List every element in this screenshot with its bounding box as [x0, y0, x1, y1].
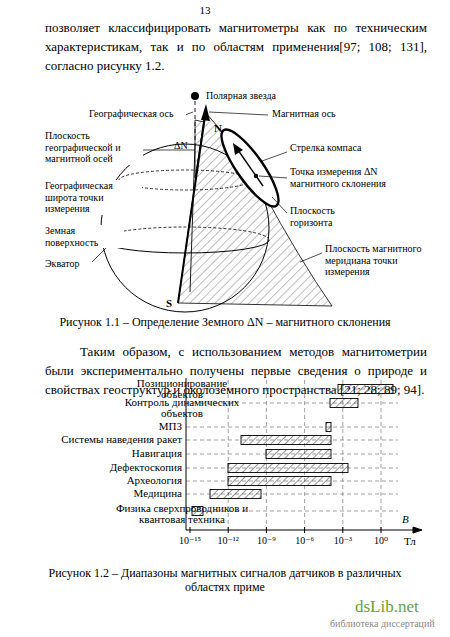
leader-line — [185, 112, 193, 115]
grid-line — [186, 427, 398, 428]
axis-unit: Тл — [404, 535, 428, 548]
range-bar — [266, 450, 331, 459]
axis — [381, 527, 382, 533]
pole-letter: N — [214, 122, 228, 135]
part-label: Магнитная ось — [271, 108, 353, 120]
part-label: Точка измерения ΔN магнитного склонения — [289, 166, 399, 189]
compass — [233, 143, 243, 155]
part-label: Полярная звезда — [205, 90, 297, 102]
part-label: Плоскость магнитного меридиана точки изм… — [324, 243, 430, 278]
part-label: Экватор — [44, 258, 92, 270]
axis — [413, 527, 422, 533]
polar-star — [191, 92, 199, 100]
range-bar — [228, 464, 348, 473]
tick-label: 10⁻³ — [323, 535, 363, 546]
category-label: Контроль динамических объектов — [120, 397, 245, 419]
range-bar — [210, 490, 261, 499]
compass — [254, 174, 258, 178]
tick-label: 10⁻⁶ — [285, 535, 325, 546]
part-label: Географическая широта точки измерения — [44, 180, 142, 215]
compass — [238, 150, 263, 186]
part-label: Географическая ось — [88, 108, 186, 120]
axis — [342, 527, 343, 533]
figure-caption: Рисунок 1.1 – Определение Земного ΔN – м… — [15, 316, 435, 330]
paragraph: Таким образом, с использованием методов … — [45, 342, 427, 399]
paragraph: позволяет классифицировать магнитометры … — [45, 18, 427, 75]
axis-title: B — [402, 513, 416, 526]
compass — [213, 123, 287, 213]
magnetic-axis — [201, 104, 210, 121]
category-label: Медицина — [82, 488, 182, 499]
range-bar — [326, 423, 331, 432]
figure-caption: Рисунок 1.2 – Диапазоны магнитных сигнал… — [35, 567, 415, 595]
leader-line — [90, 248, 106, 264]
axis — [266, 527, 267, 533]
axis — [190, 527, 191, 533]
grid-line — [381, 380, 382, 530]
range-bar — [241, 436, 331, 445]
tick-label: 10⁻¹⁵ — [170, 535, 210, 546]
leader-line — [259, 176, 287, 178]
part-label: Стрелка компаса — [289, 142, 363, 154]
axis — [228, 527, 229, 533]
pole-letter: S — [166, 297, 178, 310]
category-label: Навигация — [82, 448, 182, 459]
watermark: dsLib.net — [355, 597, 445, 617]
tick-label: 10⁻⁹ — [246, 535, 286, 546]
category-label: Системы наведения ракет — [42, 434, 182, 445]
leader-line — [300, 253, 322, 262]
tick-label: 10⁻¹² — [208, 535, 248, 546]
page-number: 13 — [185, 4, 225, 17]
leader-line — [262, 152, 287, 161]
angle-label: ΔN — [174, 140, 194, 152]
geographic-axis — [195, 101, 196, 146]
earth-globe — [101, 227, 269, 240]
category-label: Археология — [82, 475, 182, 486]
magnetic-axis — [178, 104, 210, 303]
part-label: Земная поверхность — [44, 225, 124, 248]
category-label: Дефектоскопия — [82, 462, 182, 473]
leader-line — [209, 112, 268, 115]
polar-star — [191, 92, 199, 100]
part-label: Плоскость географической и магнитной осе… — [44, 130, 143, 165]
range-bar — [330, 399, 358, 408]
compass — [213, 123, 287, 213]
category-label: Физика сверхпроводников и квантовая техн… — [112, 503, 252, 525]
category-label: МПЗ — [82, 421, 182, 432]
watermark: библиотека диссертаций — [330, 618, 446, 630]
range-bar — [228, 477, 331, 486]
axis — [304, 527, 305, 533]
tick-label: 10⁰ — [361, 535, 401, 546]
part-label: Плоскость горизонта — [289, 205, 371, 228]
leader-line — [272, 197, 287, 213]
